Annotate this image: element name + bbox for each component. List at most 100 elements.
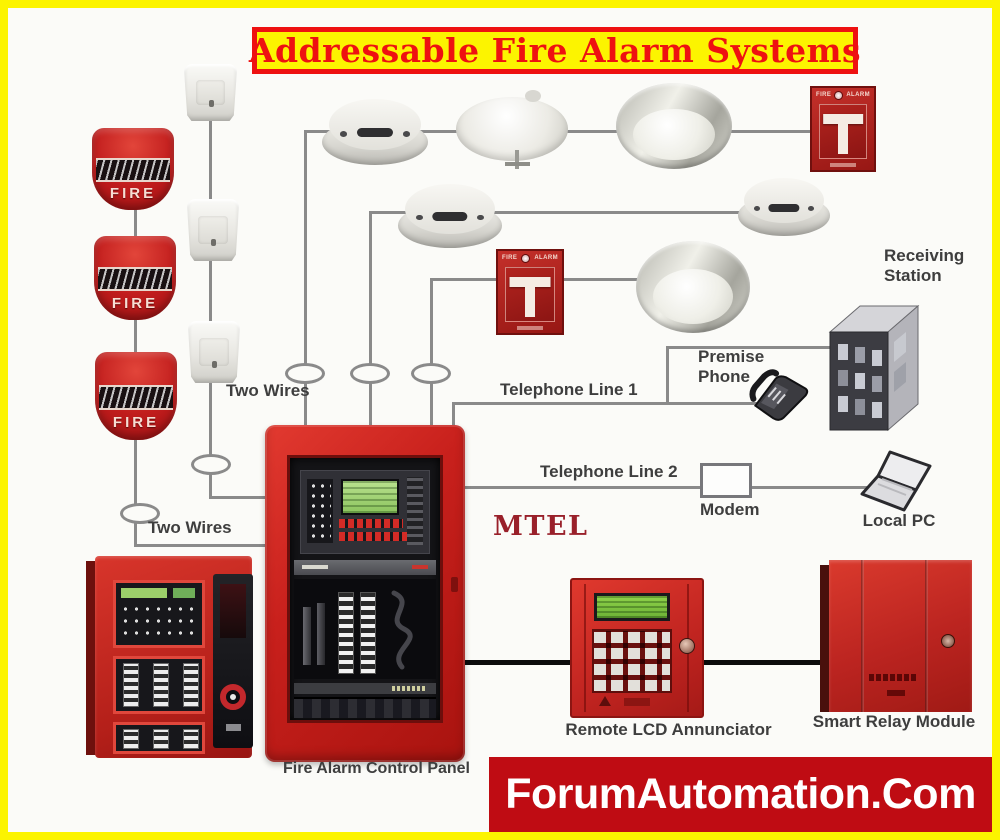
dome-smoke-detector-1 (616, 83, 732, 169)
fire-horn-label: FIRE (111, 294, 159, 312)
panel-keypad (307, 479, 333, 543)
panel-divider-band (294, 560, 436, 575)
wire-loop-symbol (411, 363, 451, 384)
fire-horn-strobe-2: FIRE (94, 236, 176, 320)
pull-station-header-left: FIRE (502, 255, 518, 261)
door-seam (861, 560, 864, 712)
wire-detector-row2-vertical (369, 212, 372, 428)
detector-top (744, 178, 824, 224)
band-text-mark (412, 565, 428, 569)
pull-station-header: FIRE ALARM (812, 88, 874, 102)
label-two-wires-top: Two Wires (226, 381, 310, 400)
annunciator-keypad (592, 629, 672, 693)
terminal-strip (153, 729, 169, 749)
footer-watermark: ForumAutomation.Com (489, 757, 992, 832)
wire-receiving-junction (666, 348, 669, 404)
pull-station-header: FIRE ALARM (498, 251, 562, 265)
wire-loop-symbol (191, 454, 231, 475)
strobe-grill (98, 267, 172, 292)
fire-horn-label: FIRE (112, 413, 160, 431)
terminal-strip (153, 663, 169, 707)
detector-nub (525, 90, 542, 103)
door-seam (925, 560, 928, 712)
label-local-pc: Local PC (862, 511, 936, 530)
pull-station-label-strip (830, 163, 856, 167)
strobe-grill (99, 384, 173, 411)
strobe-grill (96, 158, 170, 183)
panel-door-latch (451, 577, 458, 592)
keylock-icon (679, 638, 695, 654)
relay-label-mark (869, 674, 917, 681)
sprinkler-deflector (505, 162, 530, 167)
circuit-card (303, 607, 311, 665)
label-remote-lcd-annunciator: Remote LCD Annunciator (565, 720, 772, 739)
pull-station-bell-icon (834, 90, 844, 100)
detector-vent (753, 205, 761, 212)
aux-lcd-display (121, 588, 167, 598)
label-fire-alarm-control-panel: Fire Alarm Control Panel (283, 760, 470, 777)
aux-brand-ring-logo (220, 684, 246, 710)
terminal-strip (123, 729, 139, 749)
wire-horn-loop-vertical (209, 118, 212, 499)
white-horn-2 (187, 199, 239, 261)
detector-vent (340, 130, 348, 137)
wire-telephone1 (452, 402, 768, 405)
coiled-wire (391, 590, 413, 670)
panel-connector-slots (407, 477, 423, 545)
wire-loop-symbol (350, 363, 390, 384)
label-two-wires-left: Two Wires (148, 518, 232, 537)
fire-alarm-control-panel (265, 425, 465, 762)
keypad-buttons (309, 481, 331, 541)
panel-battery-bay (294, 697, 436, 718)
terminal-strip (338, 592, 354, 674)
aux-lcd-display (173, 588, 195, 598)
detector-dome (653, 268, 733, 324)
detector-top (405, 184, 495, 234)
aux-button-grid (120, 603, 198, 641)
aux-terminal-window (113, 722, 205, 754)
horn-port (211, 238, 217, 246)
panel-main-board (300, 470, 430, 554)
relay-front-door (829, 560, 972, 712)
wire-detector-row1 (304, 130, 844, 133)
sprinkler-stem (515, 150, 520, 170)
detector-body (456, 96, 568, 161)
wire-telephone1-vertical (452, 404, 455, 428)
auxiliary-fire-panel (86, 556, 253, 758)
horn-port (212, 360, 218, 368)
pull-station-label-strip (517, 326, 543, 330)
manual-pull-station-1: FIRE ALARM (810, 86, 876, 172)
pull-handle-stem (525, 277, 535, 317)
wire-detector-row2 (369, 211, 789, 214)
telephone-icon (749, 369, 809, 421)
laptop-icon (860, 450, 932, 512)
pull-handle-stem (838, 114, 848, 154)
smart-relay-module (820, 560, 972, 714)
modem-box (700, 463, 752, 498)
premise-phone (748, 362, 814, 426)
panel-front (95, 556, 253, 758)
remote-lcd-annunciator (570, 578, 704, 718)
wire-loop-symbol (120, 503, 160, 524)
label-smart-relay-module: Smart Relay Module (812, 712, 976, 731)
panel-brand-text: MTEL (493, 511, 589, 542)
wire-annunciator-bus-left (464, 660, 572, 665)
relay-label-mark (887, 690, 905, 696)
wire-annunciator-bus-right (702, 660, 822, 665)
fire-horn-strobe-1: FIRE (92, 128, 174, 210)
aux-door-graphic (220, 584, 246, 638)
aux-door-panel (213, 574, 253, 748)
receiving-station (824, 292, 920, 438)
aux-brand-mark (226, 724, 241, 731)
fire-horn-label: FIRE (109, 185, 157, 203)
white-horn-1 (184, 64, 237, 121)
annunciator-label-bar (624, 698, 650, 706)
label-telephone-line-1: Telephone Line 1 (500, 380, 638, 399)
detector-vent (402, 130, 410, 137)
band-text-mark (392, 686, 426, 691)
door-seam (584, 584, 586, 712)
pull-station-header-right: ALARM (846, 92, 870, 98)
receiving-station-icon (828, 304, 920, 432)
panel-wiring-bay (294, 579, 436, 679)
